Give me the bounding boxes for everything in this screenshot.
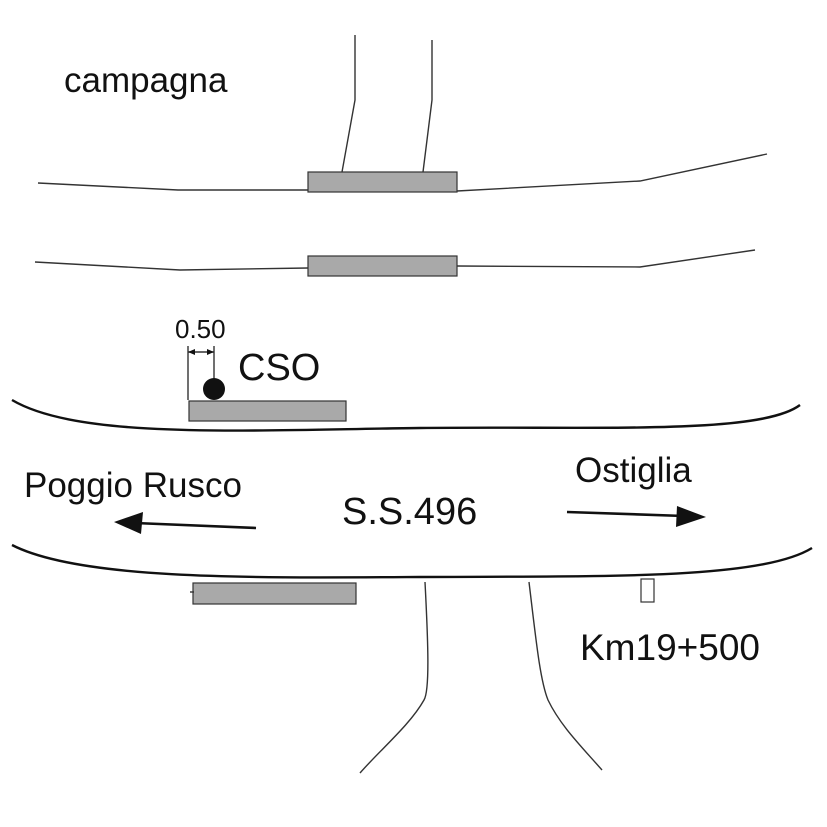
dimension-label: 0.50 [175,314,226,344]
culvert-slab-lower [192,582,357,605]
lower-side-road-right-edge [528,581,603,771]
cso-slab [188,400,347,422]
arrow-east-head [676,506,706,527]
direction-right-label: Ostiglia [575,451,692,490]
cso-marker [203,378,225,400]
road-edge-north [11,398,801,432]
kilometer-label: Km19+500 [580,627,760,668]
field-boundary-line-1 [37,182,308,191]
arrow-west-head [114,512,143,534]
lower-side-road-left-edge [359,581,429,774]
arrow-east-line [566,510,685,518]
road-label: S.S.496 [342,491,477,533]
road-edge-south [11,543,813,579]
dimension-arrow-right [207,349,214,355]
station-label: CSO [238,347,320,389]
km-marker-box [640,578,655,603]
culvert-slab-2 [307,255,458,277]
direction-left-label: Poggio Rusco [24,466,242,505]
culvert-slab-1 [307,171,458,193]
upper-side-road-left-edge [341,35,356,173]
field-boundary-line-1-right [456,153,768,192]
upper-side-road-right-edge [422,40,433,173]
field-boundary-line-2 [34,261,309,271]
field-boundary-line-2-right [456,249,756,268]
arrow-west-line [134,521,257,530]
area-label: campagna [64,61,228,100]
dimension-arrow-left [188,349,195,355]
